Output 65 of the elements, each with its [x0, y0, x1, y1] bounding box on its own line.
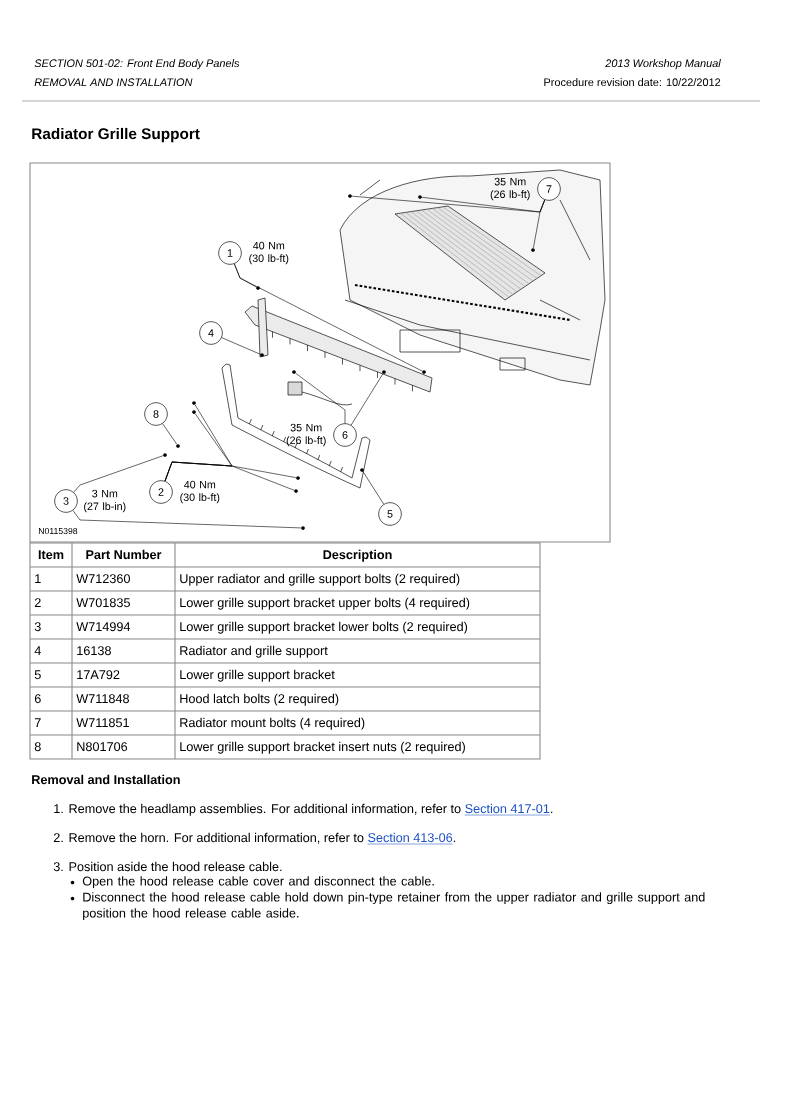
step-text: 1. Remove the headlamp assemblies. For additional information, refer to [54, 803, 461, 816]
callout-number: 6 [333, 423, 357, 447]
table-cell: Lower grille support bracket [180, 669, 335, 682]
table-cell: 7 [34, 718, 41, 727]
table-cell: 1 [35, 574, 41, 583]
punctuation: . [453, 840, 456, 842]
table-cell: 8 [34, 742, 41, 752]
table-cell: 2 [34, 598, 41, 607]
figure-number: N0115398 [39, 527, 78, 535]
leader-line [221, 337, 261, 355]
callout-number: 4 [199, 321, 223, 345]
table-cell: Radiator and grille support [180, 645, 328, 658]
leader-line [350, 373, 384, 426]
callout-number: 7 [537, 177, 561, 201]
page-title: Radiator Grille Support [32, 127, 200, 143]
bullet-text: Open the hood release cable cover and disconnect the cable. [82, 876, 434, 889]
table-cell: W711851 [76, 718, 129, 728]
table-cell: Radiator mount bolts (4 required) [180, 717, 365, 730]
torque-label: 40 Nm (30 lb-ft) [180, 480, 220, 504]
section-heading: Removal and Installation [32, 774, 180, 785]
header-text: REMOVAL AND INSTALLATION [34, 78, 193, 87]
table-cell: Lower grille support bracket insert nuts (2 required) [180, 741, 465, 754]
step-text: 3. Position aside the hood release cable. [53, 861, 282, 872]
table-cell: Upper radiator and grille support bolts (2 required) [180, 573, 460, 586]
link: Section 413-06 [367, 832, 453, 845]
table-cell: 6 [34, 694, 41, 704]
leader-line [162, 423, 178, 445]
leader-line [72, 510, 302, 529]
callout-number: 1 [218, 241, 242, 265]
leader-line [73, 455, 164, 493]
table-cell: 16138 [77, 646, 111, 656]
callout-number: 5 [378, 502, 402, 526]
column-header: Item [38, 550, 64, 560]
callout-number: 2 [149, 480, 173, 504]
torque-label: 35 Nm (26 lb-ft) [490, 177, 530, 201]
leader-line [295, 372, 346, 424]
table-cell: 17A792 [77, 670, 120, 680]
callout-number: 8 [144, 402, 168, 426]
bullet-text: Disconnect the hood release cable hold down pin-type retainer from the upper radiator and grille support and position the hood release cable aside. [83, 892, 705, 921]
callout-number: 3 [54, 489, 78, 513]
header-text: Procedure revision date: 10/22/2012 [544, 78, 721, 87]
table-cell: W714994 [76, 622, 131, 632]
column-header: Description [323, 549, 392, 562]
leader-line [533, 199, 546, 249]
table-cell: N801706 [77, 742, 128, 752]
header-text: SECTION 501-02: Front End Body Panels [34, 59, 240, 70]
step-text: 2. Remove the horn. For additional information, refer to [53, 832, 364, 844]
punctuation: . [551, 811, 553, 813]
table-cell: 5 [34, 670, 41, 680]
table-cell: 4 [34, 646, 41, 655]
table-cell: W701835 [76, 598, 130, 608]
torque-label: 35 Nm (26 lb-ft) [286, 423, 326, 447]
torque-label: 3 Nm (27 lb-in) [84, 489, 126, 513]
torque-label: 40 Nm (30 lb-ft) [249, 241, 289, 265]
leader-line [362, 471, 385, 505]
table-cell: W711848 [76, 694, 129, 704]
column-header: Part Number [86, 549, 162, 560]
leader-line [234, 263, 423, 372]
table-cell: Lower grille support bracket upper bolts (4 required) [180, 597, 470, 610]
link: Section 417-01 [464, 803, 551, 816]
table-cell: 3 [34, 622, 41, 632]
table-cell: Lower grille support bracket lower bolts (2 required) [180, 621, 468, 634]
table-cell: W712360 [76, 574, 130, 584]
header-text: 2013 Workshop Manual [605, 59, 721, 70]
table-cell: Hood latch bolts (2 required) [180, 693, 339, 706]
